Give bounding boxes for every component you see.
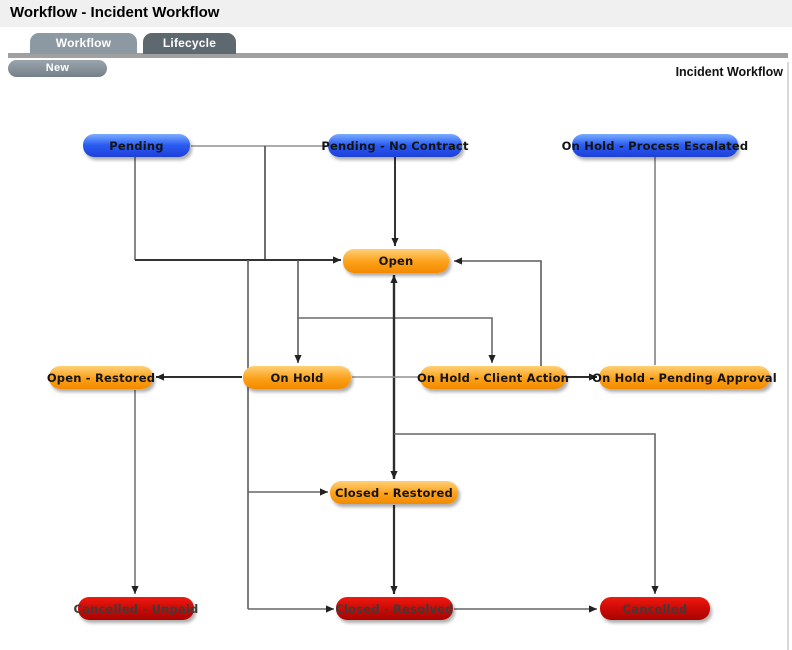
arrowhead <box>589 605 597 613</box>
new-button[interactable]: New <box>8 60 107 77</box>
node-on-hold[interactable]: On Hold <box>243 366 351 389</box>
arrowhead <box>390 586 398 594</box>
arrowhead <box>488 355 496 363</box>
node-cancelled[interactable]: Cancelled <box>600 597 710 620</box>
page-title: Workflow - Incident Workflow <box>10 4 220 21</box>
arrowhead <box>390 471 398 479</box>
arrowhead <box>294 355 302 363</box>
edge-open-to-cancelled <box>394 433 656 594</box>
node-closed-resolved[interactable]: Closed - Resolved <box>335 597 453 620</box>
node-pending-no-contract[interactable]: Pending - No Contract <box>321 134 468 157</box>
arrowhead <box>320 488 328 496</box>
arrowhead <box>326 605 334 613</box>
title-bar: Workflow - Incident Workflow <box>0 0 792 27</box>
arrowhead <box>454 257 462 265</box>
diagram-caption: Incident Workflow <box>675 65 783 79</box>
arrowhead <box>333 256 341 264</box>
edge-branch-to-client-action <box>298 317 493 363</box>
arrowhead <box>156 373 164 381</box>
edge-client-action-to-open <box>454 260 542 366</box>
node-on-hold-pending-approval[interactable]: On Hold - Pending Approval <box>592 366 777 389</box>
arrowhead <box>390 275 398 283</box>
node-closed-restored[interactable]: Closed - Restored <box>330 481 458 504</box>
arrowhead <box>391 238 399 246</box>
tab-strip-divider <box>8 53 788 58</box>
node-on-hold-client-action[interactable]: On Hold - Client Action <box>417 366 569 389</box>
node-on-hold-process-escalated[interactable]: On Hold - Process Escalated <box>562 134 748 157</box>
tab-lifecycle[interactable]: Lifecycle <box>143 33 236 54</box>
node-cancelled-unpaid[interactable]: Cancelled - Unpaid <box>74 597 198 620</box>
arrowhead <box>589 373 597 381</box>
arrowhead <box>131 586 139 594</box>
node-open[interactable]: Open <box>343 249 449 273</box>
node-pending[interactable]: Pending <box>83 134 190 157</box>
node-open-restored[interactable]: Open - Restored <box>47 366 155 389</box>
tab-workflow[interactable]: Workflow <box>30 33 137 54</box>
arrowhead <box>651 586 659 594</box>
